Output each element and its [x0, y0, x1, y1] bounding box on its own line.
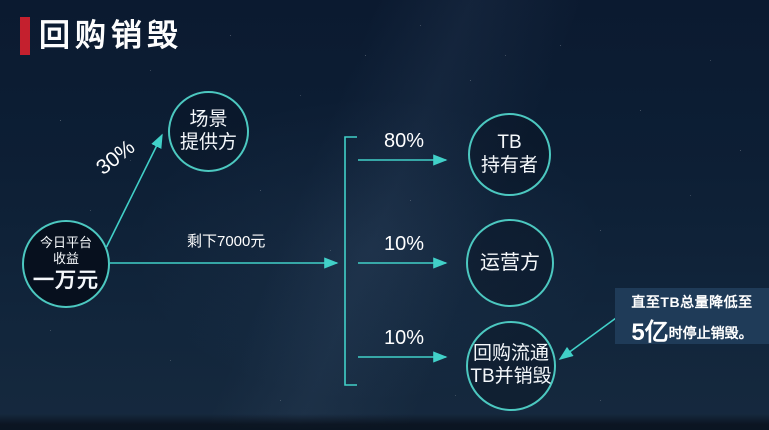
node-text: TB [497, 131, 522, 153]
label-30-percent: 30% [92, 135, 140, 180]
callout-line1: 直至TB总量降低至 [631, 294, 753, 310]
bracket-split [344, 136, 357, 386]
node-text: 场景 [189, 108, 228, 130]
node-text: 回购流通 [472, 343, 549, 365]
node-operator: 运营方 [466, 219, 554, 307]
slide-title-block: 回购销毁 [20, 17, 183, 55]
node-text: 提供方 [179, 131, 237, 153]
node-text: 运营方 [480, 252, 540, 274]
callout-line2: 5亿时停止销毁。 [615, 312, 769, 347]
callout-line2-rest: 时停止销毁。 [668, 325, 753, 341]
node-amount: 一万元 [33, 268, 99, 292]
node-buyback-destroy: 回购流通 TB并销毁 [466, 321, 556, 411]
callout-highlight: 5亿 [631, 319, 669, 346]
label-80-percent: 80% [383, 130, 425, 152]
label-remainder-7000: 剩下7000元 [187, 233, 266, 250]
page-title: 回购销毁 [39, 18, 183, 53]
arrow-callout [558, 317, 617, 360]
node-text: 今日平台 [39, 235, 92, 251]
callout-destroy-limit: 直至TB总量降低至 5亿时停止销毁。 [615, 288, 769, 347]
title-accent-bar [20, 17, 30, 55]
label-10-percent-bottom: 10% [383, 327, 425, 349]
node-text: 持有者 [480, 154, 538, 176]
horizon-silhouette [0, 414, 769, 430]
node-today-revenue: 今日平台 收益 一万元 [22, 220, 110, 308]
node-text: 收益 [52, 250, 79, 266]
node-scene-provider: 场景 提供方 [168, 91, 249, 172]
node-text: TB并销毁 [470, 366, 552, 387]
star-field [0, 0, 1, 1]
label-10-percent-mid: 10% [383, 233, 425, 255]
node-tb-holders: TB 持有者 [468, 113, 551, 196]
